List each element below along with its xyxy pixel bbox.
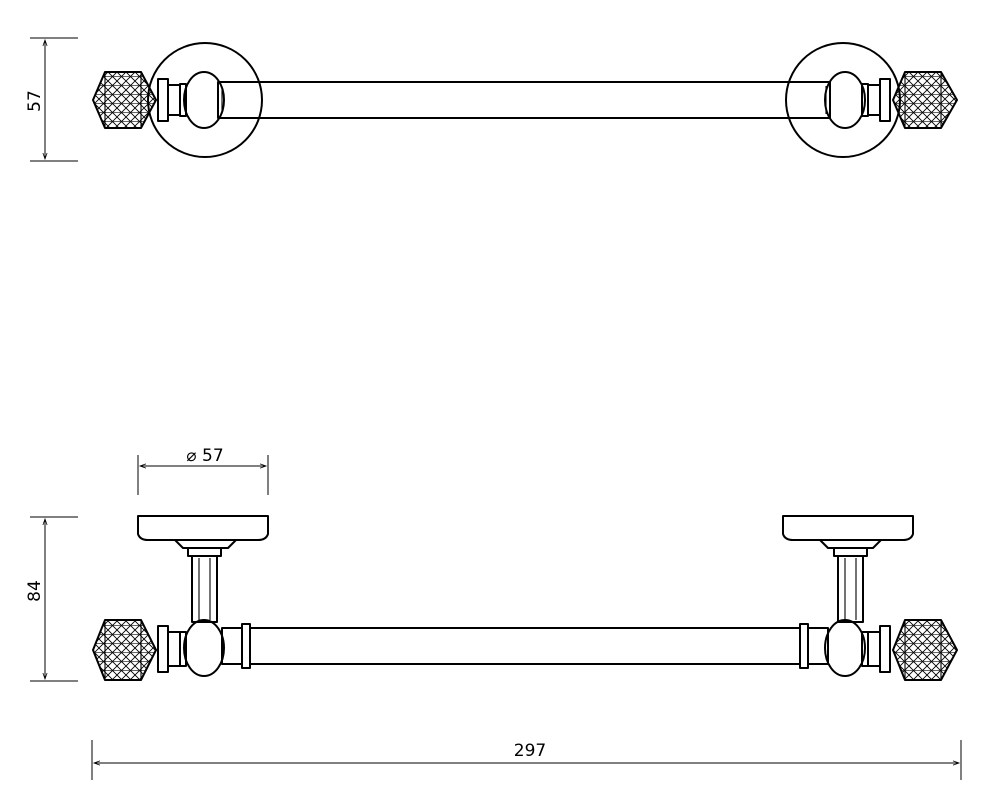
diameter-dimension-label: ⌀ 57 [186, 446, 223, 466]
right-crystal-knob-top [892, 71, 958, 129]
diameter-dimension: ⌀ 57 [137, 446, 269, 495]
length-dimension-label: 297 [514, 741, 546, 761]
left-flange-front [137, 515, 269, 623]
height-dimension-top-label: 57 [25, 90, 45, 112]
right-flange-front [782, 515, 914, 623]
right-crystal-knob-front [892, 619, 958, 681]
right-flange-top [785, 42, 901, 158]
left-crystal-knob-top [92, 71, 157, 129]
right-joint-front [824, 619, 891, 677]
bar-top [217, 81, 831, 119]
left-crystal-knob-front [92, 619, 157, 681]
front-view: ⌀ 57 84 297 [25, 446, 962, 780]
height-dimension-front: 84 [25, 516, 78, 682]
left-joint-front [157, 619, 225, 677]
length-dimension: 297 [91, 740, 962, 780]
bar-front [221, 623, 829, 669]
height-dimension-top: 57 [25, 37, 78, 162]
left-flange-top [147, 42, 263, 158]
height-dimension-front-label: 84 [25, 580, 45, 602]
left-joint-top [157, 71, 225, 129]
top-view: 57 [25, 37, 958, 162]
right-joint-top [824, 71, 891, 129]
